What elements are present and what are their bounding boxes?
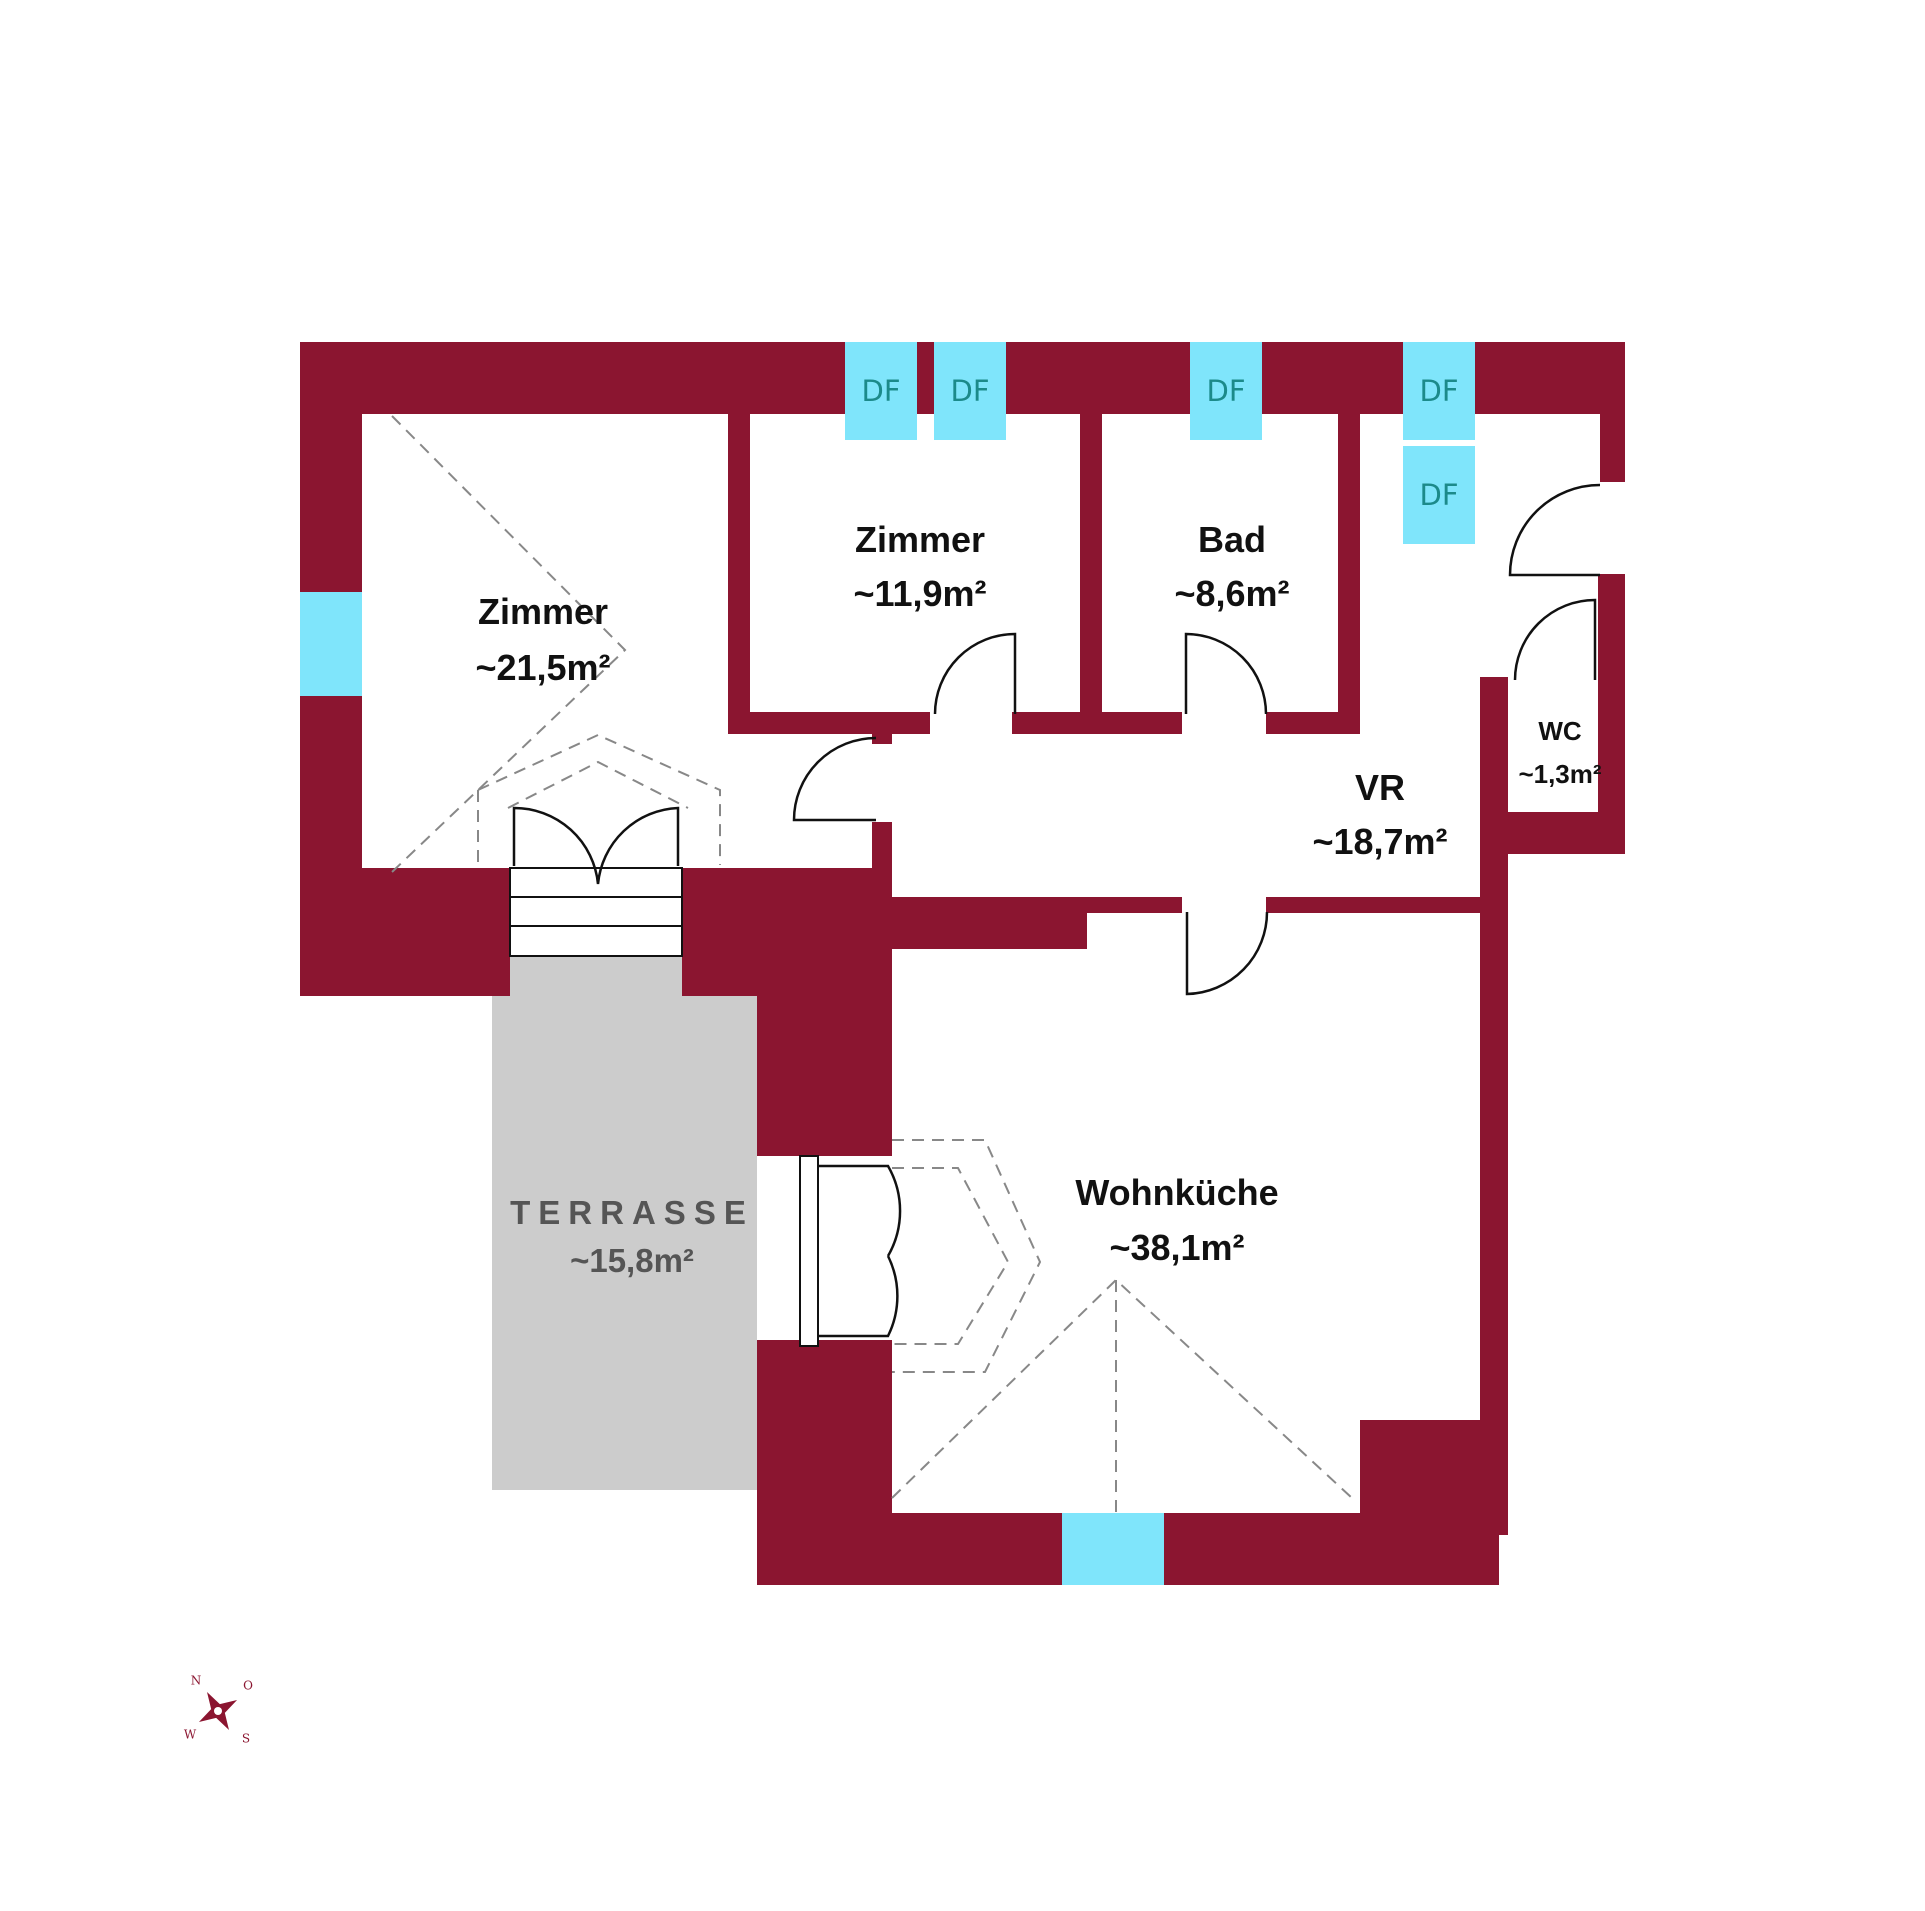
wall-right-upper-2 [1598, 574, 1625, 854]
wall-corridor-stub-upper [872, 734, 892, 744]
compass-letter: S [242, 1732, 250, 1746]
wall-bad-right [1338, 342, 1360, 734]
skylights: DF DF DF DF DF [845, 342, 1475, 544]
wall-wc-left [1480, 677, 1500, 854]
door-kitchen-terrace-double[interactable] [818, 1164, 902, 1338]
room-name: Zimmer [478, 591, 608, 632]
window-west [300, 592, 362, 696]
wall-rooms-bottom-3 [1266, 712, 1360, 734]
wall-right-upper-1 [1600, 342, 1625, 482]
room-name: Wohnküche [1075, 1172, 1278, 1213]
room-area: ~8,6m² [1174, 573, 1289, 614]
compass-rose-icon: N O S W [184, 1674, 253, 1746]
skylight-2 [934, 342, 1006, 440]
skylight-label: DF [1419, 374, 1458, 408]
wall-kitchen-top-mid [1087, 897, 1182, 913]
compass-letter: N [191, 1674, 202, 1688]
room-area: ~38,1m² [1109, 1227, 1244, 1268]
room-area: ~18,7m² [1312, 821, 1447, 862]
terrace-area [492, 955, 757, 1490]
door-bad[interactable] [1184, 632, 1268, 715]
room-name: WC [1538, 716, 1582, 746]
windows [300, 592, 1164, 1585]
room-name: Zimmer [855, 519, 985, 560]
wall-corridor-stub-lower [872, 822, 892, 912]
room-area: ~21,5m² [475, 647, 610, 688]
door-room-1[interactable] [933, 632, 1017, 715]
room-area: ~1,3m² [1518, 759, 1601, 789]
skylight-label: DF [1419, 478, 1458, 512]
door-kitchen[interactable] [1185, 911, 1269, 996]
wall-bottom-right-block [1360, 1420, 1499, 1585]
compass-letter: O [243, 1679, 253, 1693]
wall-wc-bottom [1480, 812, 1625, 854]
door-room-big[interactable] [792, 736, 877, 822]
door-terrace-double[interactable] [512, 806, 680, 885]
roof-slope-lines [391, 415, 1353, 1513]
room-area: ~11,9m² [853, 573, 986, 614]
skylight-5 [1403, 446, 1475, 544]
terrace-door-frame [509, 867, 683, 957]
skylight-4 [1403, 342, 1475, 440]
wall-rooms-bottom-1 [728, 712, 930, 734]
room-name: VR [1355, 767, 1405, 808]
door-wc[interactable] [1513, 598, 1597, 681]
wall-bottom-left-block [300, 868, 510, 996]
skylight-label: DF [861, 374, 900, 408]
skylight-label: DF [950, 374, 989, 408]
compass-letter: W [184, 1728, 197, 1742]
wall-rooms-bottom-2 [1012, 712, 1182, 734]
door-frame-kitchen-terrace [799, 1155, 819, 1347]
wall-left-upper [300, 342, 362, 592]
wall-room2-right [1080, 342, 1102, 734]
wall-kitchen-top-left [892, 897, 1087, 949]
window-south [1062, 1513, 1164, 1585]
door-entrance[interactable] [1508, 483, 1601, 577]
skylight-3 [1190, 342, 1262, 440]
room-name: Bad [1198, 519, 1266, 560]
wall-kitchen-top-right [1266, 897, 1480, 913]
terrace-name: TERRASSE [510, 1194, 754, 1231]
wall-terrace-column-upper [757, 868, 892, 1156]
doors [512, 483, 1601, 1347]
room-labels: Zimmer ~21,5m² Zimmer ~11,9m² Bad ~8,6m² VR ~18… [475, 519, 1601, 1279]
skylight-1 [845, 342, 917, 440]
wall-room1-right [728, 342, 750, 734]
skylight-label: DF [1206, 374, 1245, 408]
terrace-area-label: ~15,8m² [570, 1242, 694, 1279]
